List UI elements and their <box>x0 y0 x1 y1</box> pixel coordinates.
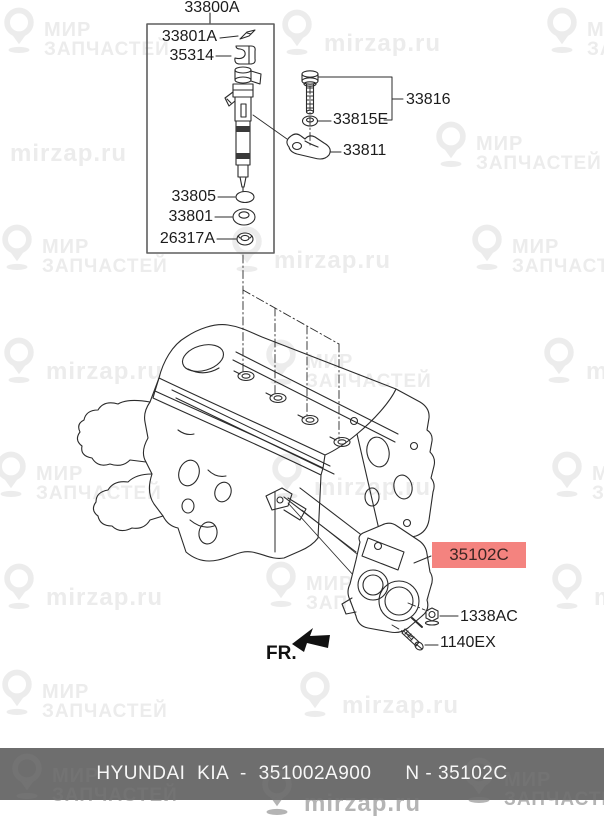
oring-drawing <box>217 190 255 204</box>
footer-part-info: HYUNDAI KIA - 351002A900 N - 35102C <box>0 748 604 800</box>
footer-brand-part-number: HYUNDAI KIA - 351002A900 <box>96 763 372 784</box>
throttle-sensor <box>357 569 389 601</box>
mount-bolt-drawing <box>301 70 404 146</box>
clamp-drawing <box>215 45 256 65</box>
part-label-33800A[interactable]: 33800A <box>184 0 240 16</box>
bracket-drawing <box>286 133 342 160</box>
alignment-lines <box>242 254 340 440</box>
nut-drawing <box>407 602 459 626</box>
part-label-26317A[interactable]: 26317A <box>159 230 215 247</box>
part-label-35314[interactable]: 35314 <box>169 47 215 64</box>
throttle-body-drawing <box>341 522 433 634</box>
parts-diagram-drawing <box>76 12 459 652</box>
part-label-33816[interactable]: 33816 <box>406 91 451 108</box>
part-label-35102C-highlighted[interactable]: 35102C <box>432 542 526 568</box>
part-label-33801A[interactable]: 33801A <box>161 28 217 45</box>
part-label-1140EX[interactable]: 1140EX <box>440 634 496 651</box>
part-label-33815E[interactable]: 33815E <box>333 111 389 128</box>
injector-drawing <box>224 66 288 192</box>
part-label-33811[interactable]: 33811 <box>343 142 387 159</box>
bolt-drawing <box>391 624 439 651</box>
footer-reference-number: N - 35102C <box>405 763 508 784</box>
injector-ports <box>233 370 351 448</box>
seal-drawing <box>216 232 254 246</box>
part-label-33805[interactable]: 33805 <box>171 188 217 205</box>
footer-bar <box>0 748 604 800</box>
front-marker-label: FR. <box>266 643 297 664</box>
part-label-1338AC[interactable]: 1338AC <box>460 608 518 625</box>
throttle-bore <box>378 580 420 622</box>
oil-cap <box>181 344 225 372</box>
front-direction-arrow <box>292 628 330 652</box>
part-label-33801[interactable]: 33801 <box>168 208 214 225</box>
injector-assembly-box <box>146 12 275 254</box>
washer-drawing <box>301 115 332 127</box>
grommet-drawing <box>214 208 256 226</box>
clip-drawing <box>219 29 256 40</box>
